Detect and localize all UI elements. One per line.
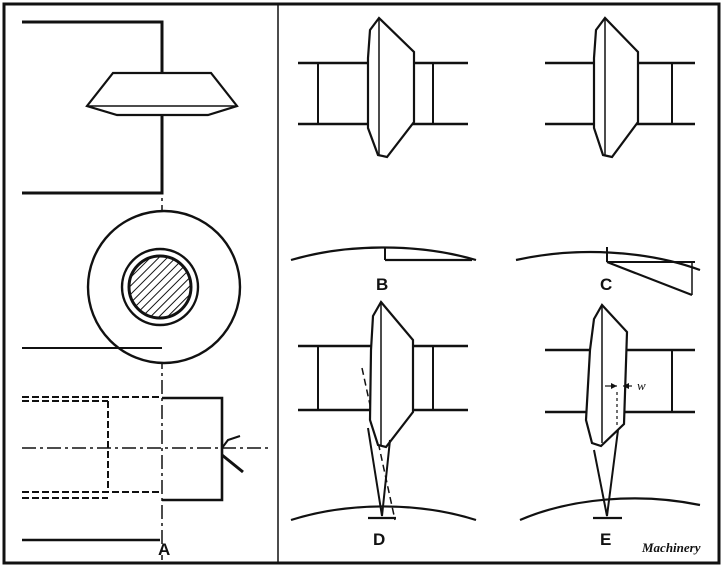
panel-a-end-view-hatched-core [127, 254, 193, 320]
panel-e [519, 303, 701, 522]
panel-e-arc [519, 497, 701, 522]
panel-a-wheel-side [85, 71, 239, 117]
panel-a-end-view-ring [120, 247, 200, 327]
panel-c [515, 16, 701, 297]
label-c: C [600, 275, 612, 294]
panel-c-wheel [592, 16, 640, 159]
panel-c-arc [515, 250, 701, 272]
panel-d-wheel [368, 300, 415, 449]
panel-b [290, 16, 477, 262]
panel-a-lower-body [162, 396, 224, 502]
panel-a-hidden-shaft [22, 396, 162, 499]
panel-e-wheel [584, 303, 629, 448]
label-d: D [373, 530, 385, 549]
label-w: w [637, 378, 646, 393]
label-a: A [158, 540, 170, 559]
panel-a [22, 20, 272, 560]
label-b: B [376, 275, 388, 294]
figure-border [2, 2, 721, 565]
panel-a-tool [221, 435, 241, 449]
label-e: E [600, 530, 611, 549]
credit-machinery: Machinery [641, 540, 701, 555]
panel-b-arc [290, 246, 477, 262]
panel-d [290, 300, 477, 522]
panel-b-wheel [366, 16, 416, 159]
